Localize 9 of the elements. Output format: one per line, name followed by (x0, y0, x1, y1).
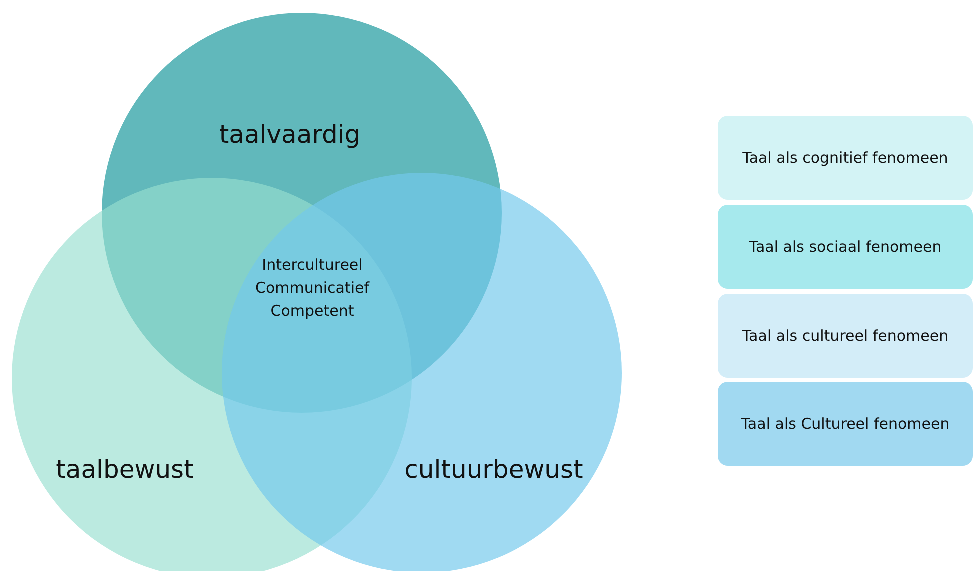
category-card: Taal als sociaal fenomeen (718, 205, 973, 289)
circle-label: cultuurbewust (404, 455, 584, 484)
circle-label: taalvaardig (219, 120, 361, 149)
circle-label: taalbewust (56, 455, 194, 484)
venn-circle (102, 13, 502, 413)
category-card: Taal als cultureel fenomeen (718, 294, 973, 378)
category-card: Taal als cognitief fenomeen (718, 116, 973, 200)
center-label: Intercultureel Communicatief Competent (254, 255, 371, 322)
category-card: Taal als Cultureel fenomeen (718, 382, 973, 466)
